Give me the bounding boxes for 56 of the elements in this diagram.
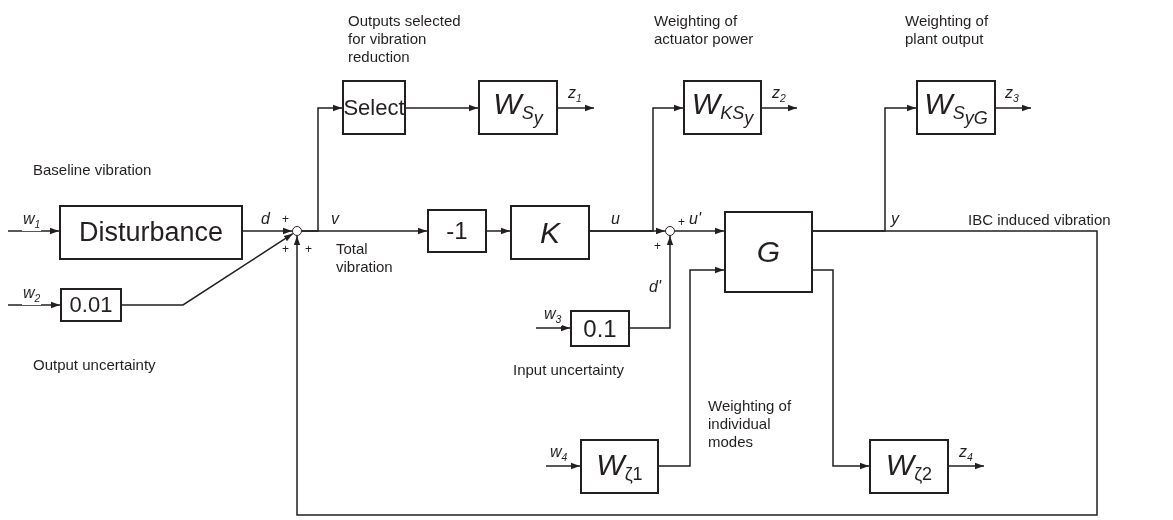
summing-junction bbox=[665, 226, 675, 236]
block-label: 0.1 bbox=[583, 316, 617, 341]
block-label: 0.01 bbox=[69, 294, 113, 316]
connector-arrow bbox=[121, 232, 294, 306]
transfer-block bbox=[427, 209, 487, 253]
transfer-block bbox=[342, 80, 406, 135]
transfer-block bbox=[510, 205, 590, 260]
annotation: Output uncertainty bbox=[33, 356, 157, 374]
signal-arrow bbox=[7, 227, 60, 235]
signal-arrow bbox=[948, 462, 985, 470]
annotation: Weighting of individual modes bbox=[708, 397, 793, 451]
annotation: Total vibration bbox=[336, 240, 394, 276]
block-label: -1 bbox=[446, 219, 468, 243]
signal-arrow bbox=[7, 301, 61, 309]
block-label: G bbox=[756, 237, 781, 267]
transfer-block bbox=[916, 80, 996, 135]
signal-arrow bbox=[761, 104, 798, 112]
connector-arrow bbox=[812, 269, 870, 470]
signal-arrow bbox=[535, 324, 571, 332]
connector-arrow bbox=[301, 227, 428, 235]
connector-arrow bbox=[242, 227, 293, 235]
connector-arrow bbox=[405, 104, 479, 112]
signal-arrow bbox=[545, 462, 581, 470]
sign: + bbox=[282, 213, 289, 225]
sign: + bbox=[305, 243, 312, 255]
connector-arrow bbox=[658, 266, 725, 467]
annotation: Weighting of actuator power bbox=[654, 12, 755, 48]
transfer-block bbox=[59, 205, 243, 260]
annotation: Baseline vibration bbox=[33, 161, 153, 179]
transfer-block bbox=[570, 310, 630, 347]
transfer-block bbox=[724, 211, 813, 293]
sign: + bbox=[654, 240, 661, 252]
sign: + bbox=[678, 216, 685, 228]
transfer-block bbox=[478, 80, 558, 135]
block-label: K bbox=[540, 217, 560, 248]
summing-junction bbox=[292, 226, 302, 236]
connector-arrow bbox=[589, 227, 666, 235]
annotation: Outputs selected for vibration reduction bbox=[348, 12, 462, 66]
signal-arrow bbox=[557, 104, 595, 112]
transfer-block bbox=[683, 80, 762, 135]
connector-arrow bbox=[674, 227, 725, 235]
block-label: Disturbance bbox=[78, 219, 224, 246]
sign: + bbox=[282, 243, 289, 255]
annotation: IBC induced vibration bbox=[968, 211, 1112, 229]
connector-arrow bbox=[629, 235, 674, 329]
transfer-block bbox=[60, 288, 122, 322]
transfer-block bbox=[869, 439, 949, 494]
signal-arrow bbox=[995, 104, 1032, 112]
connector-arrow bbox=[293, 230, 1098, 516]
annotation: Input uncertainty bbox=[513, 361, 625, 379]
annotation: Weighting of plant output bbox=[905, 12, 990, 48]
block-label: W$_{ζ1}$ bbox=[596, 449, 643, 484]
connector-arrow bbox=[486, 227, 511, 235]
transfer-block bbox=[580, 439, 659, 494]
block-label: Select bbox=[343, 96, 405, 119]
block-label: W$_{ζ2}$ bbox=[885, 449, 933, 484]
